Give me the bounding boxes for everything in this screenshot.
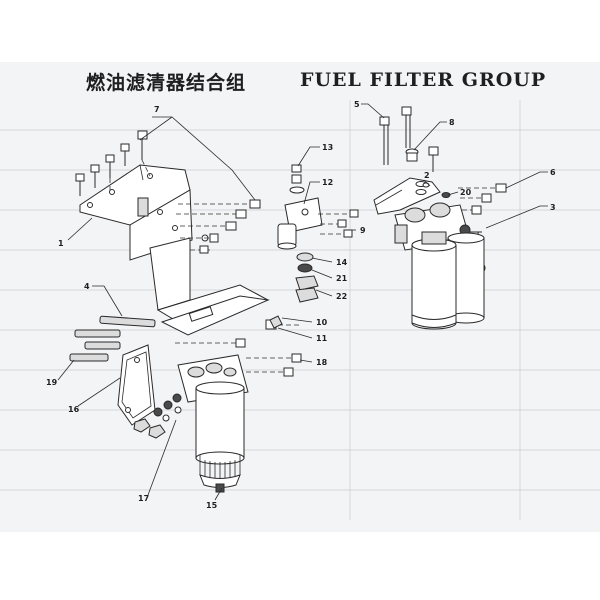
callout-18: 18 xyxy=(316,358,328,367)
callout-12: 12 xyxy=(322,178,333,187)
mounting-bracket xyxy=(79,164,270,336)
fuel-filter-left xyxy=(177,354,249,493)
fuel-connector-assembly xyxy=(277,164,359,303)
leader-lines xyxy=(57,103,548,501)
callout-3: 3 xyxy=(550,203,556,212)
callout-19: 19 xyxy=(46,378,58,387)
callout-10: 10 xyxy=(316,318,328,327)
callout-14: 14 xyxy=(336,258,348,267)
gasket-plate xyxy=(117,344,156,426)
fuel-filter-right-assembly xyxy=(373,106,507,330)
callout-6: 6 xyxy=(550,168,556,177)
washers-and-nuts xyxy=(133,393,182,439)
callout-4: 4 xyxy=(84,282,90,291)
filter-head-bolts-left xyxy=(175,315,302,377)
callout-2: 2 xyxy=(424,171,430,180)
callout-5: 5 xyxy=(354,100,360,109)
bracket-side-bolts xyxy=(176,199,261,254)
diagram-title-chinese: 燃油滤清器结合组 xyxy=(86,72,247,94)
callout-22: 22 xyxy=(336,292,347,301)
callout-16: 16 xyxy=(68,405,80,414)
background-table-ghost xyxy=(0,100,600,520)
mounting-studs xyxy=(69,315,156,362)
callout-11: 11 xyxy=(316,334,328,343)
callout-8: 8 xyxy=(449,118,455,127)
callout-17: 17 xyxy=(138,494,149,503)
callout-labels: 1 2 3 4 5 6 7 8 9 10 11 12 13 14 15 16 1… xyxy=(46,100,556,510)
callout-1: 1 xyxy=(58,239,64,248)
callout-21: 21 xyxy=(336,274,348,283)
bracket-top-bolts xyxy=(75,130,151,196)
callout-9: 9 xyxy=(360,226,366,235)
callout-13: 13 xyxy=(322,143,333,152)
callout-20: 20 xyxy=(460,188,472,197)
diagram-title-english: FUEL FILTER GROUP xyxy=(300,69,547,91)
callout-15: 15 xyxy=(206,501,218,510)
callout-7: 7 xyxy=(154,105,160,114)
